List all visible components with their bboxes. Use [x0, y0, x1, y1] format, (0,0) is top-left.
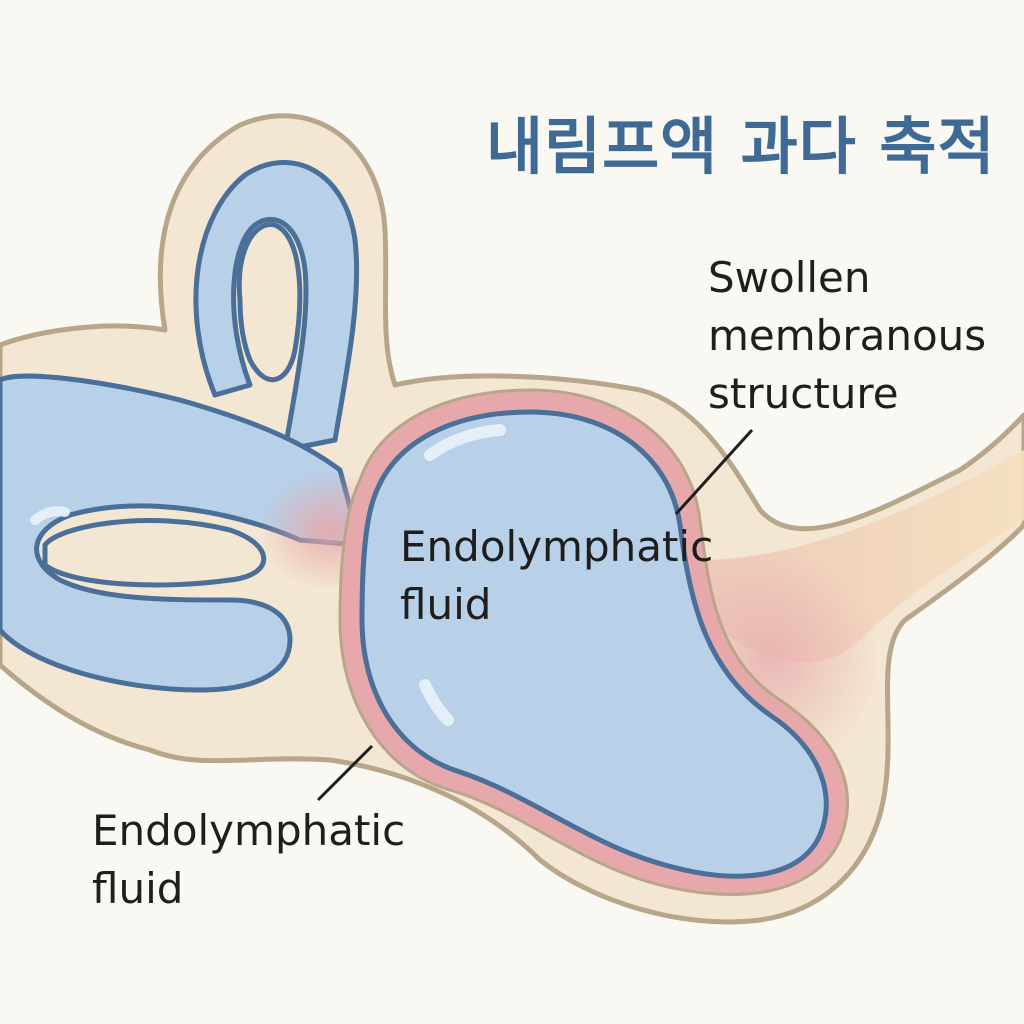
highlight-top	[424, 424, 506, 461]
label-line: Endolymphatic	[92, 806, 406, 855]
label-line: fluid	[92, 864, 184, 913]
highlight-left	[419, 679, 454, 726]
label-endolymphatic-fluid-outer: Endolymphatic fluid	[92, 802, 405, 918]
label-line: Endolymphatic	[400, 522, 714, 571]
leader-line-swollen	[674, 428, 754, 516]
label-endolymphatic-fluid-inner: Endolymphatic fluid	[400, 518, 713, 634]
highlight-canal	[30, 506, 70, 525]
superior-canal-lumen	[236, 222, 303, 383]
label-line: membranous	[708, 311, 987, 360]
endolymphatic-sac	[359, 409, 829, 879]
label-line: Swollen	[708, 253, 871, 302]
diagram-title: 내림프액 과다 축적	[486, 110, 996, 183]
label-swollen-membranous-structure: Swollen membranous structure	[708, 249, 986, 423]
leader-line-outer-fluid	[316, 744, 374, 802]
lateral-canal-lumen	[42, 518, 267, 588]
lateral-canal	[0, 373, 363, 693]
superior-canal	[193, 160, 360, 453]
label-line: structure	[708, 369, 899, 418]
label-line: fluid	[400, 580, 492, 629]
